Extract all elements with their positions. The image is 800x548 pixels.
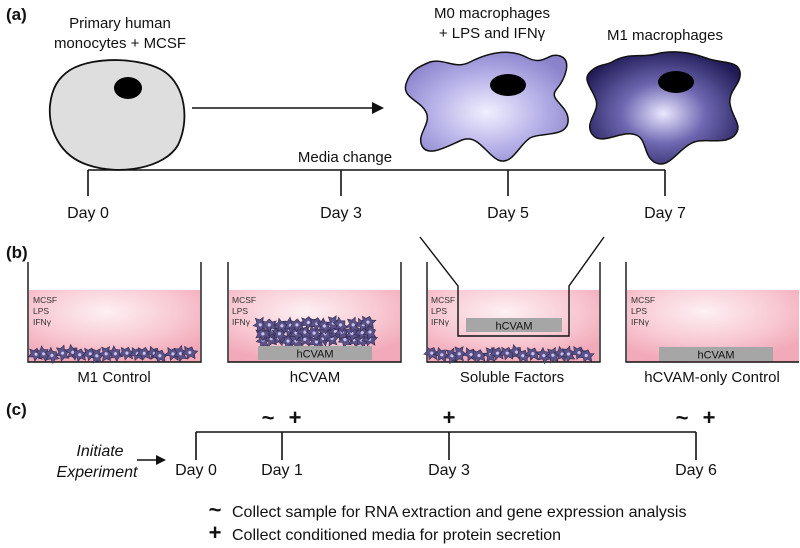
hcvam-scaffold-label: hCVAM [296,349,333,361]
media-label-lps: LPS [232,306,248,316]
media-label-lps: LPS [33,306,49,316]
monocyte-label-line1: Primary human [69,15,171,32]
panel-label-b: (b) [6,243,28,262]
m1-nucleus [658,71,694,93]
monocyte-cell [48,59,186,171]
legend-tilde-text: Collect sample for RNA extraction and ge… [232,504,686,521]
timeline-c-day: Day 6 [675,462,717,479]
timeline-c-day: Day 0 [175,462,217,479]
plus-marker-day1: + [289,405,302,430]
plus-marker-day3: + [443,405,456,430]
initiate-arrowhead [156,455,166,465]
hcvam-scaffold-label: hCVAM [697,350,734,362]
timeline-a-day: Day 7 [644,205,686,222]
m0-nucleus [490,74,526,96]
media-label-ifng: IFNγ [631,317,650,327]
media-label-lps: LPS [631,306,647,316]
initiate-label-line1: Initiate [76,443,123,460]
well-label-hcvam-only-control: hCVAM-only Control [644,369,780,386]
m0-macrophage-cell [404,51,569,162]
well-hcvam-only-control: MCSF LPS IFNγ hCVAM [625,262,799,363]
initiate-label-line2: Experiment [57,464,138,481]
timeline-c-day: Day 1 [261,462,303,479]
media-label-mcsf: MCSF [33,295,57,305]
monocyte-label-line2: monocytes + MCSF [54,35,186,52]
well-outline [426,262,601,363]
hcvam-scaffold [258,346,372,360]
well-label-soluble-factors: Soluble Factors [460,369,564,386]
m0-label-line1: M0 macrophages [434,5,550,22]
media-label-ifng: IFNγ [232,317,251,327]
media-label-lps: LPS [431,306,447,316]
plus-marker-day6: + [703,405,716,430]
media-label-mcsf: MCSF [631,295,655,305]
well-m1-control: MCSF LPS IFNγ [27,262,202,366]
well-label-hcvam: hCVAM [290,369,341,386]
transwell-insert [419,236,605,337]
tilde-marker-day1: ~ [262,405,275,430]
panel-label-a: (a) [6,5,27,24]
differentiation-arrowhead [372,102,384,114]
media-label-mcsf: MCSF [232,295,256,305]
m1-label: M1 macrophages [607,27,723,44]
media-label-ifng: IFNγ [33,317,52,327]
media-label-mcsf: MCSF [431,295,455,305]
well-label-m1-control: M1 Control [77,369,150,386]
timeline-a-day: Day 5 [487,205,529,222]
media-label-ifng: IFNγ [431,317,450,327]
well-outline [625,262,799,363]
well-outline [27,262,202,363]
media-change-label: Media change [298,149,392,166]
timeline-a-day: Day 3 [320,205,362,222]
m1-macrophage-cell [586,51,741,165]
legend-plus-symbol: + [209,520,222,545]
well-soluble-factors: MCSF LPS IFNγ hCVAM [419,236,605,366]
well-hcvam: MCSF LPS IFNγ hCVAM [227,262,402,363]
hcvam-scaffold [659,347,773,361]
panel-label-c: (c) [6,400,27,419]
legend-tilde-symbol: ~ [209,497,222,522]
monocyte-nucleus [114,77,142,99]
m0-label-line2: + LPS and IFNγ [439,25,546,42]
well-outline [227,262,402,363]
hcvam-scaffold [466,318,562,332]
timeline-c-day: Day 3 [428,462,470,479]
hcvam-scaffold-label: hCVAM [495,321,532,333]
tilde-marker-day6: ~ [676,405,689,430]
timeline-a-day: Day 0 [67,205,109,222]
legend-plus-text: Collect conditioned media for protein se… [232,527,561,544]
